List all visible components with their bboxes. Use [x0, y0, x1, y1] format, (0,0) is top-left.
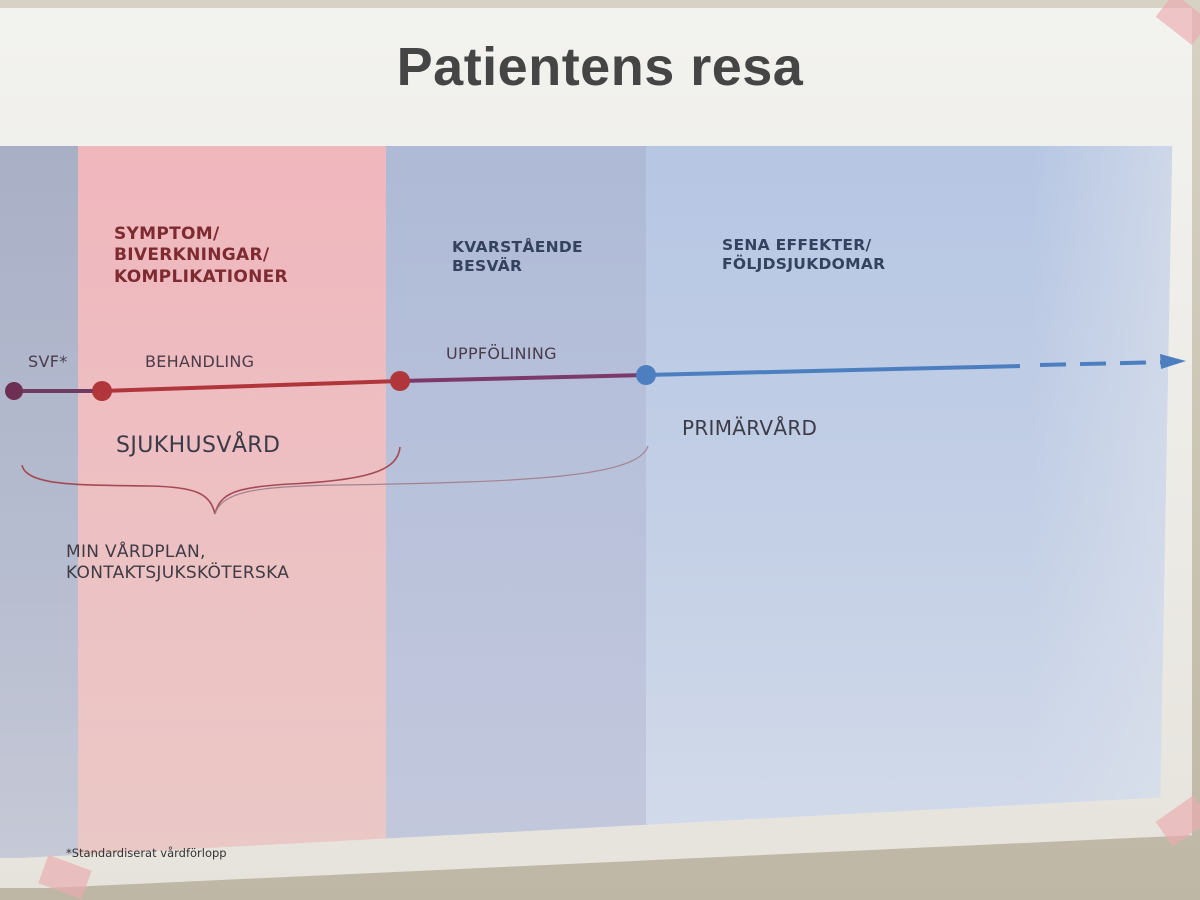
- band-treatment: [78, 146, 388, 858]
- timeline-arrow-icon: [1160, 354, 1186, 369]
- timeline-node-primary: [636, 365, 656, 385]
- stage-followup-label: UPPFÖLINING: [446, 344, 557, 363]
- timeline-segment-primary: [645, 364, 1021, 377]
- care-plan-label: MIN VÅRDPLAN, KONTAKTSJUKSKÖTERSKA: [66, 542, 290, 584]
- hospital-care-label: SJUKHUSVÅRD: [116, 433, 281, 458]
- care-plan-brace: [214, 445, 649, 515]
- stage-treatment-label: BEHANDLING: [145, 352, 255, 371]
- phase-remaining-label: KVARSTÅENDE BESVÄR: [452, 238, 583, 276]
- timeline-segment-followup: [399, 373, 647, 383]
- band-followup: [386, 146, 648, 858]
- stage-svf-label: SVF*: [28, 352, 68, 371]
- phase-late-effects-label: SENA EFFEKTER/ FÖLJDSJUKDOMAR: [722, 236, 886, 274]
- timeline-continuation-dashes: [1039, 360, 1169, 367]
- band-late-effects: [646, 146, 1173, 858]
- band-svf: [0, 146, 80, 858]
- poster: Patientens resa: [0, 8, 1192, 888]
- page-title: Patientens resa: [396, 37, 804, 97]
- footnote: *Standardiserat vårdförlopp: [66, 846, 227, 860]
- primary-care-label: PRIMÄRVÅRD: [682, 416, 818, 440]
- journey-panel: [0, 146, 1173, 858]
- timeline-node-treatment: [92, 381, 112, 401]
- phase-symptom-label: SYMPTOM/ BIVERKNINGAR/ KOMPLIKATIONER: [114, 224, 288, 287]
- timeline-node-start: [5, 382, 23, 400]
- timeline-node-followup: [390, 371, 410, 391]
- timeline-segment-treatment: [101, 379, 401, 393]
